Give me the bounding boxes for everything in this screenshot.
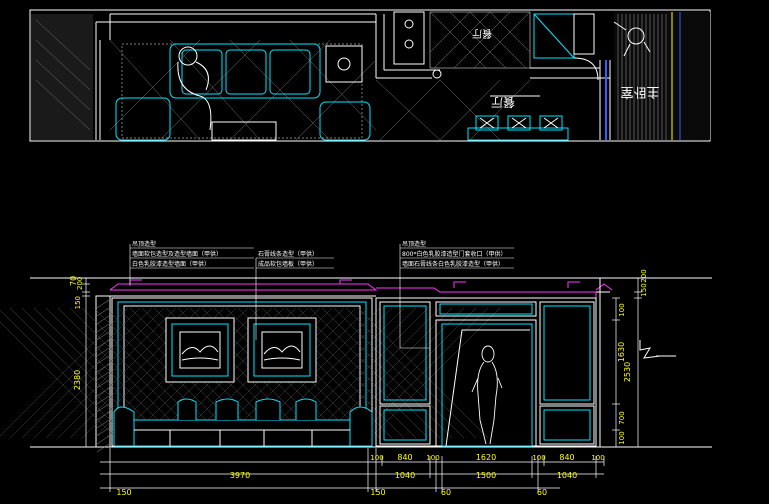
elev-painting-left <box>165 317 235 383</box>
dim-bottom-150b: 150 <box>370 488 385 497</box>
elev-left-dims <box>82 277 90 448</box>
elev-note-leaders <box>129 244 514 349</box>
dim-right-700: 700 <box>618 411 626 424</box>
dim-bottom-100c: 100 <box>532 454 545 462</box>
note-mid-2: 成品软包墙板（甲供） <box>258 260 318 268</box>
note-left-1: 吊顶造型 <box>132 240 156 248</box>
floor-plan: 餐厅 餐厅 <box>29 9 711 142</box>
dim-right-200: 200 <box>640 269 648 282</box>
plan-dining-table <box>467 115 569 141</box>
dim-bottom-150a: 150 <box>116 488 131 497</box>
dim-bottom-60a: 60 <box>441 488 451 497</box>
elev-notes-right: 吊顶造型 800*白色乳胶漆造型门套收口（甲供） 墙面石膏线条白色乳胶漆造型（甲… <box>402 240 506 268</box>
elev-left-dim-labels: 70 150 200 2380 <box>69 276 84 390</box>
dim-right-100a: 100 <box>618 303 626 316</box>
note-right-3: 墙面石膏线条白色乳胶漆造型（甲供） <box>402 260 504 268</box>
dim-bottom-100d: 100 <box>591 454 604 462</box>
elev-right-panels <box>375 297 597 447</box>
note-mid-1: 石膏线条造型（甲供） <box>258 250 318 258</box>
elevation: 吊顶造型 墙面软包造型及造型墙面（甲供） 白色乳胶漆造型墙面（甲供） 石膏线条造… <box>0 240 712 497</box>
note-right-1: 吊顶造型 <box>402 240 426 248</box>
elev-sofa <box>113 398 373 447</box>
dim-bottom-60b: 60 <box>537 488 547 497</box>
dim-bottom-1040a: 1040 <box>395 471 415 480</box>
elev-right-dims <box>612 277 642 448</box>
dim-bottom-100a: 100 <box>370 454 383 462</box>
note-left-2: 墙面软包造型及造型墙面（甲供） <box>132 250 222 258</box>
dim-bottom-1040b: 1040 <box>557 471 577 480</box>
note-right-2: 800*白色乳胶漆造型门套收口（甲供） <box>402 250 506 258</box>
elev-break-line <box>639 340 676 359</box>
elev-bottom-dim-labels: 100 840 100 1620 100 840 100 3970 1040 1… <box>116 453 604 497</box>
elev-person <box>471 345 503 445</box>
plan-sofa <box>115 43 371 141</box>
elev-painting-right <box>247 317 317 383</box>
elev-left-wall <box>95 295 111 453</box>
note-left-3: 白色乳胶漆造型墙面（甲供） <box>132 260 210 268</box>
plan-bedroom-floor <box>605 12 710 140</box>
plan-side-table <box>325 45 363 83</box>
plan-left-wall <box>31 14 110 140</box>
elev-notes-mid: 石膏线条造型（甲供） 成品软包墙板（甲供） <box>258 250 318 268</box>
dim-left-200: 200 <box>76 277 84 290</box>
plan-cabinets <box>533 13 595 59</box>
dim-right-100b: 100 <box>618 431 626 444</box>
dim-bottom-3970: 3970 <box>230 471 250 480</box>
plan-person <box>177 46 212 131</box>
elev-bottom-dims <box>100 448 605 492</box>
plan-top-wall <box>109 13 442 79</box>
dim-bottom-840b: 840 <box>559 453 574 462</box>
plan-dining-hatch <box>429 11 531 69</box>
dim-left-150: 150 <box>74 296 82 309</box>
dim-bottom-840a: 840 <box>397 453 412 462</box>
elev-notes-left: 吊顶造型 墙面软包造型及造型墙面（甲供） 白色乳胶漆造型墙面（甲供） <box>132 240 222 268</box>
elev-right-dim-labels: 100 1630 700 100 2530 200 150 <box>617 269 648 444</box>
plan-room-label-bedroom: 主卧室 <box>620 84 659 100</box>
plan-stove <box>393 11 425 65</box>
dim-bottom-100b: 100 <box>426 454 439 462</box>
plan-coffee-table <box>211 121 277 141</box>
dim-bottom-1620: 1620 <box>476 453 496 462</box>
dim-right-1630: 1630 <box>617 342 626 362</box>
plan-person-bedroom <box>613 21 651 57</box>
plan-floor-tiles <box>109 39 531 141</box>
elev-ceiling-molding <box>109 279 613 299</box>
plan-room-label-dining-top: 餐厅 <box>472 27 492 40</box>
dim-right-2530: 2530 <box>623 362 632 382</box>
dim-bottom-1500: 1500 <box>476 471 496 480</box>
plan-room-label-living: 餐厅 <box>491 95 515 110</box>
plan-door-swing <box>573 57 599 81</box>
dim-left-2380: 2380 <box>73 370 82 390</box>
dim-right-150: 150 <box>640 283 648 296</box>
dim-left-70: 70 <box>69 276 78 286</box>
